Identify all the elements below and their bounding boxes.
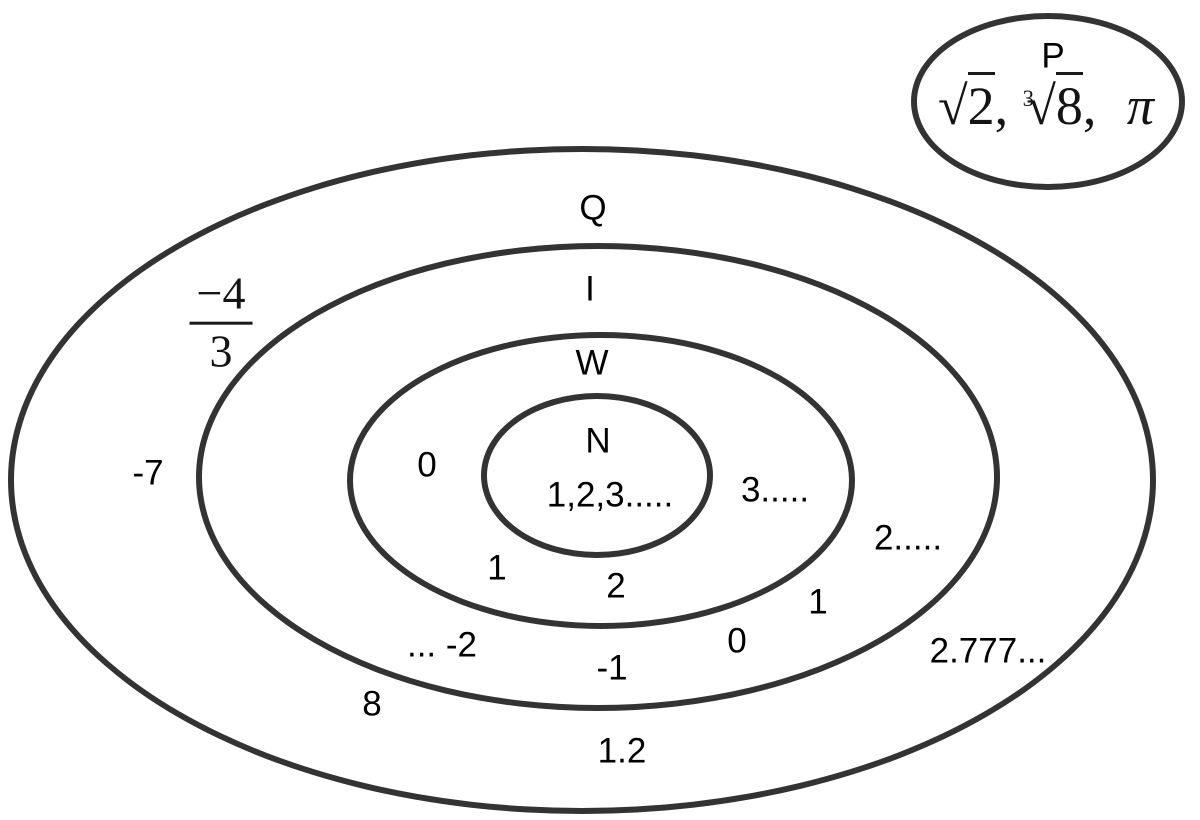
square-root-expression: √2: [938, 72, 995, 136]
member-zero-w-ring: 0: [417, 445, 437, 485]
pi-symbol: π: [1126, 76, 1154, 136]
member-three-onwards: 3.....: [740, 470, 810, 510]
separator-comma: ,: [1082, 76, 1098, 136]
member-neg-seven: -7: [132, 453, 164, 493]
set-n-ellipse: [481, 393, 713, 558]
set-label-n: N: [585, 421, 611, 461]
set-q-ellipse: [8, 146, 1156, 814]
separator-comma: ,: [994, 76, 1010, 136]
p-irrational-examples: √2, 3√8, π: [938, 72, 1154, 136]
member-one-w-ring: 1: [487, 548, 507, 588]
radical-sign: √: [938, 76, 968, 136]
set-i-ellipse: [196, 243, 1000, 711]
member-neg-one: -1: [596, 648, 628, 688]
set-label-i: I: [585, 269, 595, 309]
cbrt-radicand: 8: [1055, 72, 1083, 136]
radical-sign: √: [1026, 76, 1056, 136]
fraction-numerator: −4: [189, 269, 253, 325]
member-two-w-ring: 2: [606, 566, 626, 606]
set-label-q: Q: [579, 188, 607, 228]
member-ellipsis-neg-two: ... -2: [406, 625, 478, 665]
member-zero-i-ring: 0: [727, 621, 747, 661]
set-label-p: P: [1041, 36, 1065, 76]
member-eight: 8: [362, 684, 382, 724]
fraction-denominator: 3: [209, 326, 233, 377]
cube-root-expression: 3√8: [1022, 72, 1083, 136]
set-p-ellipse: [911, 13, 1185, 190]
cube-root-index: 3: [1022, 85, 1034, 111]
member-one-point-two: 1.2: [597, 731, 647, 771]
set-label-w: W: [575, 343, 609, 383]
sqrt-radicand: 2: [967, 72, 995, 136]
member-one-i-ring: 1: [808, 582, 828, 622]
member-fraction-neg-four-thirds: −4 3: [189, 269, 253, 377]
member-two-onwards: 2.....: [873, 518, 943, 558]
set-n-contents: 1,2,3.....: [546, 475, 674, 515]
member-two-repeating: 2.777...: [929, 631, 1047, 671]
set-w-ellipse: [347, 332, 855, 629]
